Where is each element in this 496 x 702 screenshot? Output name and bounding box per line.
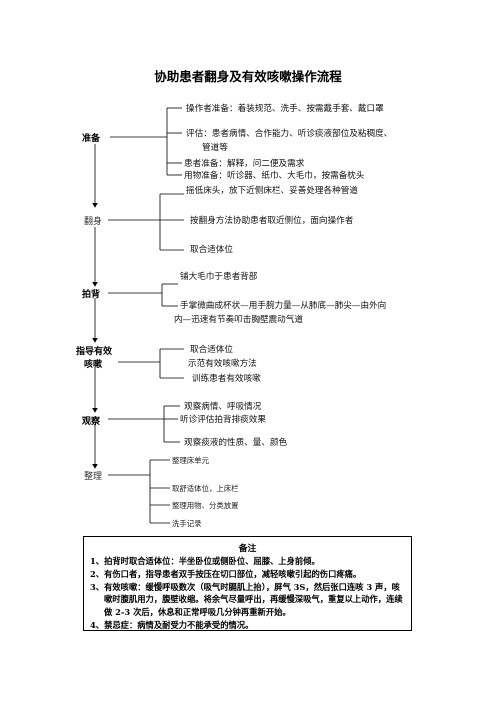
turn-step-posture: 取合适体位 xyxy=(190,245,233,255)
prepare-step-supplies: 用物准备：听诊器、纸巾、大毛巾，按需备枕头 xyxy=(184,171,365,181)
note-item-4: 4、禁忌症：病情及耐受力不能承受的情况。 xyxy=(90,619,254,630)
observe-step-auscultate: 听诊评估拍背排痰效果 xyxy=(180,415,266,425)
notes-box: 备注 1、拍背时取合适体位：半坐卧位或侧卧位、屈膝、上身前倾。 2、有伤口者，指… xyxy=(83,536,412,631)
prepare-step-operator: 操作者准备：着装规范、洗手、按需戴手套、戴口罩 xyxy=(186,104,384,114)
cough-step-demo: 示范有效咳嗽方法 xyxy=(188,359,257,369)
note-item-2: 2、有伤口者，指导患者双手按压在切口部位，减轻咳嗽引起的伤口疼痛。 xyxy=(90,568,362,579)
note-item-3: 3、有效咳嗽：缓慢呼吸数次（吸气时膈肌上抬），屏气 3S，然后张口连咳 3 声，… xyxy=(90,581,403,618)
stage-label-pat: 拍背 xyxy=(82,290,101,300)
stage-label-turn: 翻身 xyxy=(84,217,103,227)
tidy-step-bed: 整理床单元 xyxy=(172,456,209,465)
observe-step-condition: 观察病情、呼吸情况 xyxy=(184,402,262,412)
pat-step-towel: 铺大毛巾于患者背部 xyxy=(180,272,258,282)
cough-step-posture: 取合适体位 xyxy=(190,345,233,355)
observe-step-sputum: 观察痰液的性质、量、颜色 xyxy=(184,438,288,448)
prepare-step-patient: 患者准备：解释，问二便及需求 xyxy=(184,159,305,169)
pat-step-cupping: 手掌微曲成杯状—用手腕力量—从肺底—肺尖—由外向 xyxy=(180,301,387,311)
turn-step-bed: 摇低床头，放下近侧床栏、妥善处理各种管道 xyxy=(186,186,358,196)
notes-title: 备注 xyxy=(238,544,257,554)
stage-label-cough-line2: 咳嗽 xyxy=(84,360,103,370)
stage-label-tidy: 整理 xyxy=(84,472,103,482)
stage-label-cough-line1: 指导有效 xyxy=(76,347,113,357)
turn-step-position: 按翻身方法协助患者取近侧位，面向操作者 xyxy=(190,216,354,226)
note-item-1: 1、拍背时取合适体位：半坐卧位或侧卧位、屈膝、上身前倾。 xyxy=(90,556,320,566)
tidy-step-position: 取舒适体位，上床栏 xyxy=(172,484,239,493)
page-title: 协助患者翻身及有效咳嗽操作流程 xyxy=(154,69,342,84)
tidy-step-record: 洗手记录 xyxy=(172,519,202,528)
prepare-step-assess-cont: 管道等 xyxy=(202,143,228,153)
stage-label-prepare: 准备 xyxy=(82,134,101,144)
tidy-step-supplies: 整理用物、分类放置 xyxy=(172,501,239,510)
cough-step-train: 训练患者有效咳嗽 xyxy=(192,374,261,384)
stage-label-observe: 观察 xyxy=(82,417,101,427)
prepare-step-assess: 评估：患者病情、合作能力、听诊痰液部位及粘稠度、 xyxy=(186,129,393,139)
pat-step-cupping-cont: 内—迅速有节奏叩击胸壁震动气道 xyxy=(174,315,303,325)
